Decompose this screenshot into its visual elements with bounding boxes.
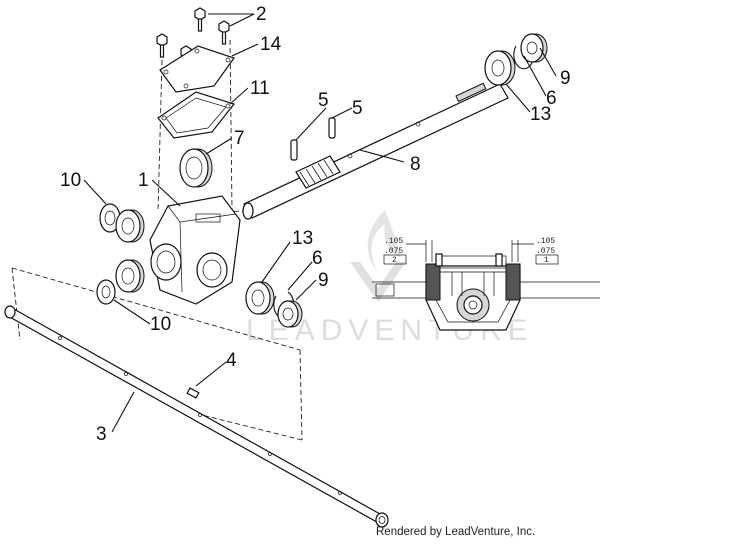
callout-5-left: 5 xyxy=(318,90,329,111)
gasket-11 xyxy=(157,91,236,139)
long-shaft-3 xyxy=(4,305,389,528)
callout-9-lower: 9 xyxy=(318,270,329,291)
dim-left-bottom: .075 xyxy=(384,247,403,256)
callout-2: 2 xyxy=(256,4,267,25)
dashed-guides xyxy=(11,39,303,441)
worm-thread xyxy=(295,155,341,189)
dimension-right: .105 .075 1 xyxy=(511,237,559,265)
callouts: 2 14 11 7 1 10 10 5 5 8 9 6 13 13 6 9 4 … xyxy=(60,4,571,445)
worm-gear-section xyxy=(456,288,490,322)
gearbox-housing-1 xyxy=(149,195,241,305)
dim-left-box: 2 xyxy=(392,256,397,265)
bearing-10-lower xyxy=(96,259,145,305)
cross-section-detail: .105 .075 2 .105 .075 1 xyxy=(372,237,600,331)
callout-9-upper: 9 xyxy=(560,68,571,89)
callout-6-upper: 6 xyxy=(546,88,557,109)
callout-8: 8 xyxy=(410,154,421,175)
bearing-13-upper xyxy=(484,50,516,86)
callout-6-lower: 6 xyxy=(312,248,323,269)
callout-14: 14 xyxy=(260,34,282,55)
pin-5-right xyxy=(328,117,336,139)
callout-4: 4 xyxy=(226,350,237,371)
credit-text: Rendered by LeadVenture, Inc. xyxy=(376,526,536,538)
dim-right-top: .105 xyxy=(536,237,555,246)
dim-left-top: .105 xyxy=(384,237,403,246)
seal-9-upper xyxy=(520,33,548,63)
cover-plate-14 xyxy=(159,45,235,93)
callout-1: 1 xyxy=(138,170,149,191)
worm-shaft-8 xyxy=(242,82,509,220)
bearing-7 xyxy=(179,148,213,188)
callout-3: 3 xyxy=(96,424,107,445)
bearing-13-lower xyxy=(245,281,275,315)
callout-5-right: 5 xyxy=(352,98,363,119)
dim-right-box: 1 xyxy=(544,256,549,265)
key-4 xyxy=(186,387,200,399)
dim-right-bottom: .075 xyxy=(536,247,555,256)
callout-13-lower: 13 xyxy=(292,228,313,249)
callout-7: 7 xyxy=(234,128,245,149)
callout-11: 11 xyxy=(250,78,270,99)
callout-10-lower: 10 xyxy=(150,314,171,335)
dimension-left: .105 .075 2 xyxy=(383,237,433,265)
seal-9-lower xyxy=(277,300,303,328)
leader-lines xyxy=(83,13,557,433)
pin-5-left xyxy=(290,139,298,161)
bearing-10-upper xyxy=(99,203,145,243)
callout-13-upper: 13 xyxy=(530,104,551,125)
callout-10-upper: 10 xyxy=(60,170,81,191)
